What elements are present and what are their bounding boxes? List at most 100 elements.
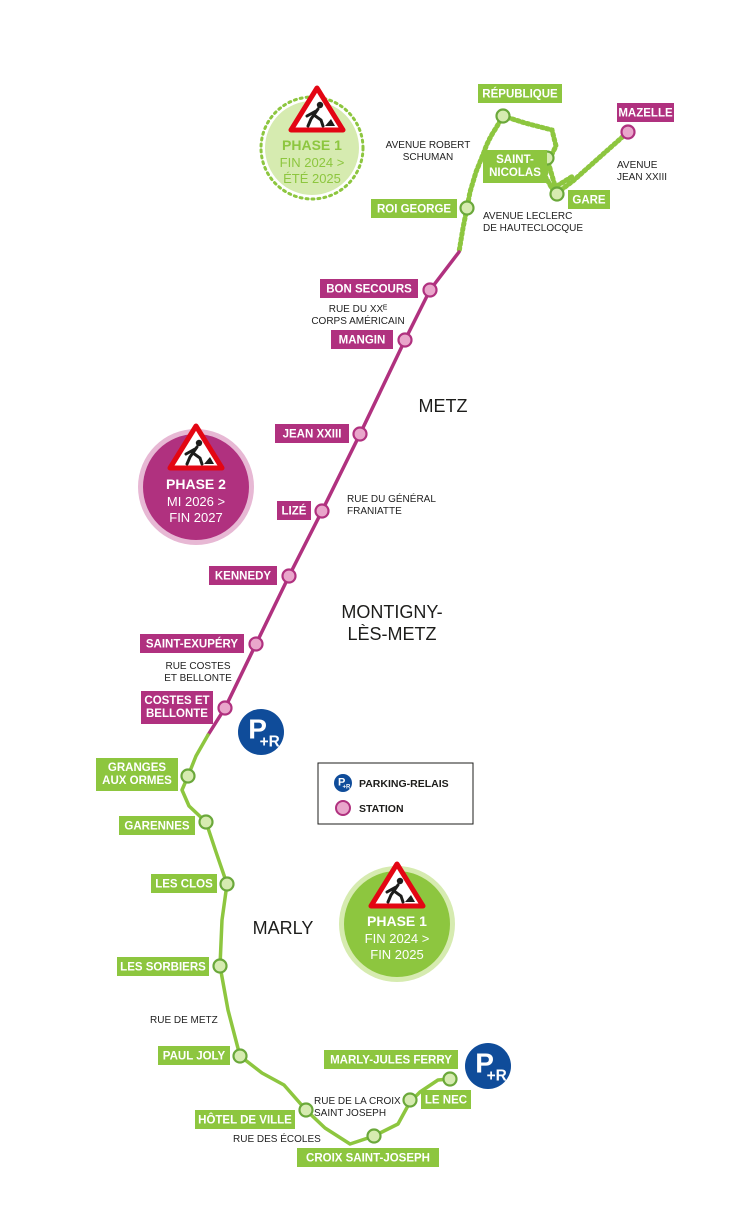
station-label: ROI GEORGE	[377, 204, 451, 216]
station-kennedy[interactable]: KENNEDY	[209, 566, 297, 585]
station-dot[interactable]	[620, 124, 636, 140]
station-label-box	[117, 957, 209, 976]
station-dot[interactable]	[212, 958, 228, 974]
phase-badge-phase2: PHASE 2MI 2026 >FIN 2027	[138, 423, 254, 545]
phase-badge-phase1-bottom: PHASE 1 FIN 2024 >FIN 2025	[339, 861, 455, 982]
parking-sub: +R	[260, 733, 280, 750]
station-dot[interactable]	[397, 332, 413, 348]
station-gare[interactable]: GARE	[549, 186, 611, 210]
parking-relais-markers: P+RP+R	[238, 709, 511, 1089]
station-label-box	[195, 1110, 295, 1129]
station-label-box	[320, 279, 418, 298]
station-dot[interactable]	[281, 568, 297, 584]
station-dot[interactable]	[314, 503, 330, 519]
station-label-box	[478, 84, 562, 103]
street-rue-de-metz: RUE DE METZ	[150, 1015, 218, 1026]
station-label-box	[331, 330, 393, 349]
station-paul-joly[interactable]: PAUL JOLY	[158, 1046, 248, 1065]
station-bon-secours[interactable]: BON SECOURS	[320, 279, 438, 298]
station-label-box	[297, 1148, 439, 1167]
phase-title: PHASE 2	[166, 476, 226, 492]
legend-parking-label: PARKING-RELAIS	[359, 778, 449, 790]
station-marly-jules-ferry[interactable]: MARLY-JULES FERRY	[324, 1050, 458, 1087]
parking-relais-costes[interactable]: P+R	[238, 709, 284, 755]
station-dot[interactable]	[459, 200, 475, 216]
station-lize[interactable]: LIZÉ	[277, 501, 330, 520]
station-dot[interactable]	[248, 636, 264, 652]
station-dot[interactable]	[180, 768, 196, 784]
phase-dates: FIN 2024 >FIN 2025	[365, 931, 430, 962]
station-dot[interactable]	[442, 1071, 458, 1087]
phase-title: PHASE 1	[367, 913, 427, 929]
station-label-box	[568, 190, 610, 209]
station-dot[interactable]	[217, 700, 233, 716]
park-and-ride-icon[interactable]	[334, 774, 352, 792]
parking-letter: P	[248, 713, 267, 744]
station-mazelle[interactable]: MAZELLE	[617, 103, 674, 140]
parking-sub: +R	[487, 1067, 507, 1084]
station-label-box	[209, 566, 277, 585]
station-dot[interactable]	[402, 1092, 418, 1108]
station-dot[interactable]	[298, 1102, 314, 1118]
station-dot[interactable]	[232, 1048, 248, 1064]
station-garennes[interactable]: GARENNES	[119, 814, 214, 836]
station-dot[interactable]	[352, 426, 368, 442]
station-label: LE NEC	[425, 1095, 467, 1107]
legend-parking-icon[interactable]: P+R	[334, 774, 352, 792]
station-croix-saint-joseph[interactable]: CROIX SAINT-JOSEPH	[297, 1128, 439, 1168]
station-label: MAZELLE	[618, 108, 673, 120]
legend: P+R PARKING-RELAIS STATION	[317, 762, 474, 825]
parking-relais-jules-ferry[interactable]: P+R	[465, 1043, 511, 1089]
station-saint-nicolas[interactable]: SAINT-NICOLAS	[483, 150, 555, 183]
line-green-dotted-4	[554, 129, 631, 196]
station-les-sorbiers[interactable]: LES SORBIERS	[117, 957, 228, 976]
roadwork-sign-icon	[288, 85, 346, 133]
street-ecoles: RUE DES ÉCOLES	[233, 1132, 321, 1145]
station-label-box	[617, 103, 674, 122]
station-les-clos[interactable]: LES CLOS	[151, 874, 235, 893]
roadwork-sign-icon	[368, 861, 426, 909]
legend-station-icon	[335, 800, 351, 816]
city-montigny-les-metz: MONTIGNY-LÈS-METZ	[341, 602, 442, 644]
stations: RÉPUBLIQUE MAZELLE SAINT-NICOLAS GARE ROI GE…	[96, 84, 674, 1167]
station-dot[interactable]	[422, 282, 438, 298]
station-dot[interactable]	[495, 108, 511, 124]
station-saint-exupery[interactable]: SAINT-EXUPÉRY	[140, 634, 264, 653]
parking-sub: +R	[342, 785, 351, 791]
station-roi-george[interactable]: ROI GEORGE	[371, 199, 475, 218]
station-label: LES SORBIERS	[120, 962, 206, 974]
legend-station-label: STATION	[359, 803, 404, 815]
phase-title: PHASE 1	[282, 137, 342, 153]
station-mangin[interactable]: MANGIN	[331, 330, 413, 349]
station-le-nec[interactable]: LE NEC	[402, 1090, 472, 1109]
parking-letter: P	[475, 1047, 494, 1078]
station-label: GARENNES	[124, 821, 190, 833]
station-jean-xxiii[interactable]: JEAN XXIII	[275, 424, 368, 443]
city-marly: MARLY	[253, 918, 314, 938]
station-label-box	[371, 199, 457, 218]
line-green-dotted-1	[456, 113, 506, 255]
station-dot[interactable]	[198, 814, 214, 830]
station-label: PAUL JOLY	[163, 1051, 226, 1063]
park-and-ride-icon[interactable]	[238, 709, 284, 755]
station-dot[interactable]	[549, 186, 565, 202]
station-hotel-de-ville[interactable]: HÔTEL DE VILLE	[195, 1102, 314, 1130]
station-republique[interactable]: RÉPUBLIQUE	[478, 84, 562, 124]
station-dot[interactable]	[219, 876, 235, 892]
station-label-box	[483, 150, 547, 183]
station-label: MANGIN	[339, 335, 386, 347]
station-label-box	[275, 424, 349, 443]
park-and-ride-icon[interactable]	[465, 1043, 511, 1089]
station-dot[interactable]	[366, 1128, 382, 1144]
